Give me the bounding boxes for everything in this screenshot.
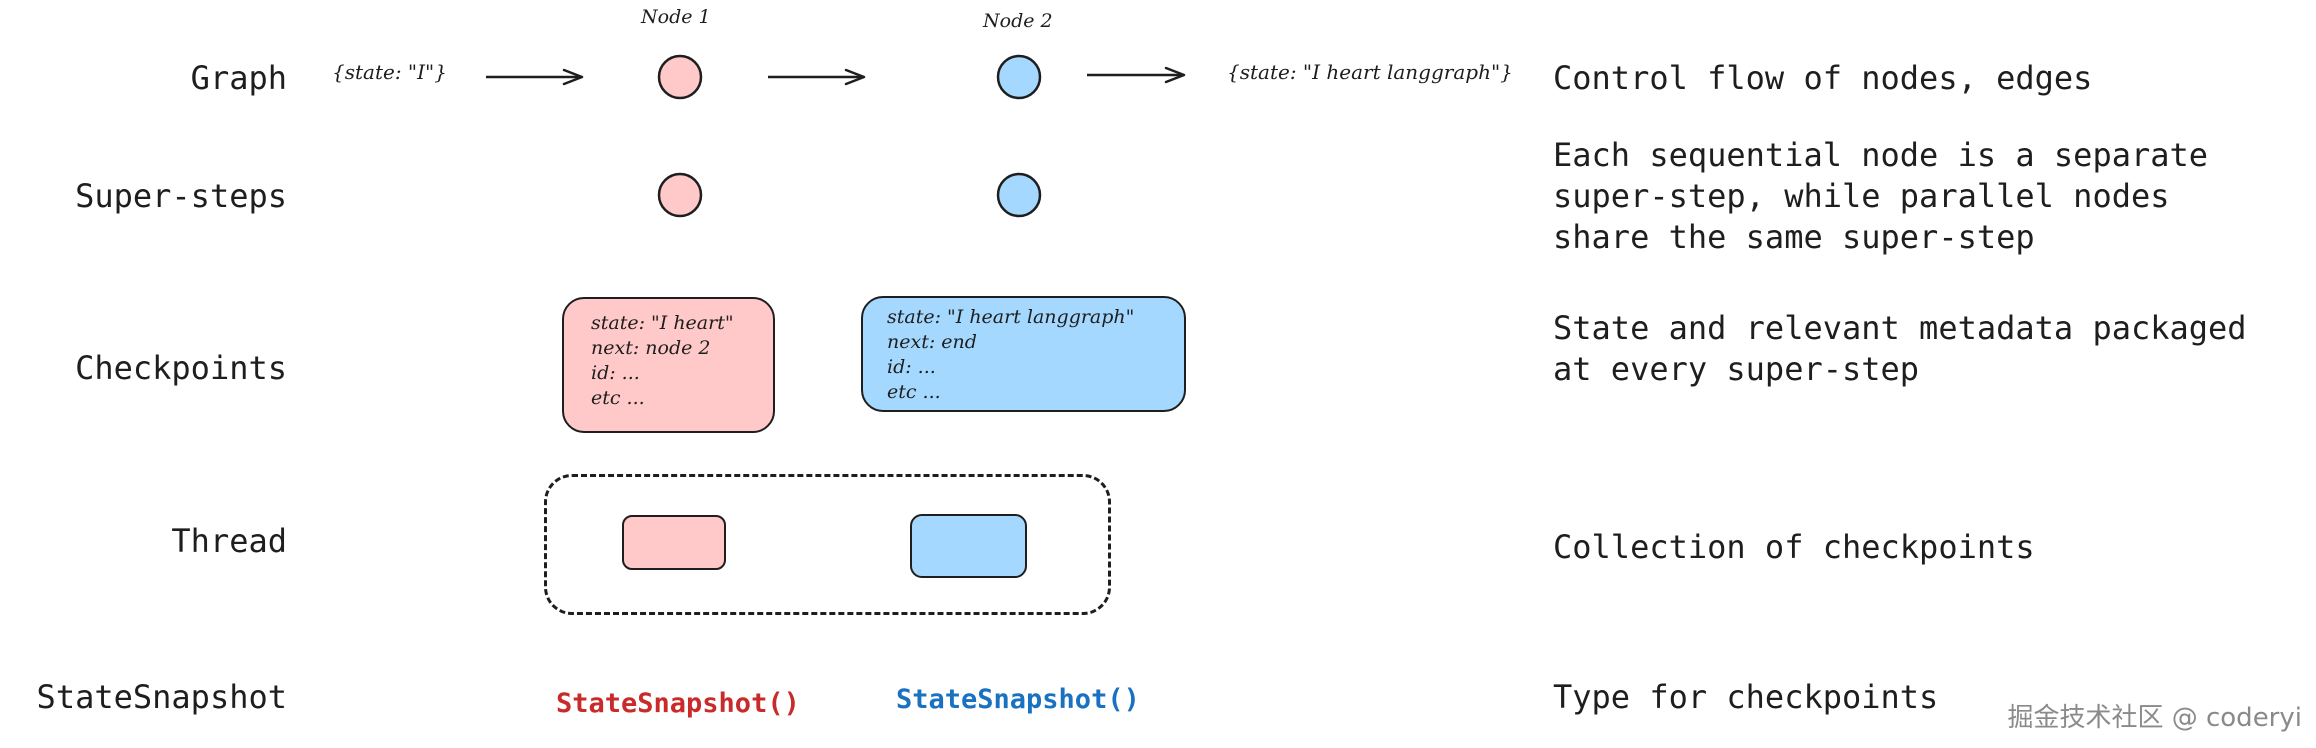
input-state-text: {state: "I"} xyxy=(332,60,447,84)
watermark: 掘金技术社区 @ coderyi xyxy=(2007,703,2302,733)
row-label-graph: Graph xyxy=(190,59,287,97)
checkpoint1-text: state: "I heart" next: node 2 id: ... et… xyxy=(591,311,734,411)
description-state-snapshot: Type for checkpoints xyxy=(1553,678,1939,716)
checkpoint-box-node1 xyxy=(562,297,775,433)
checkpoint2-next-line: next: end xyxy=(887,331,977,353)
checkpoint1-next-line: next: node 2 xyxy=(591,337,711,359)
row-label-state-snapshot: StateSnapshot xyxy=(36,678,287,716)
row-label-thread: Thread xyxy=(171,522,287,560)
row-label-super-steps: Super-steps xyxy=(75,177,287,215)
row-label-checkpoints: Checkpoints xyxy=(75,349,287,387)
thread-checkpoint2 xyxy=(910,514,1027,578)
checkpoint1-state-line: state: "I heart" xyxy=(591,312,734,334)
description-graph: Control flow of nodes, edges xyxy=(1553,59,2093,97)
graph-node1 xyxy=(657,54,703,100)
node2-label: Node 2 xyxy=(983,10,1053,32)
super-step-node1 xyxy=(657,172,703,218)
description-checkpoints: State and relevant metadata packaged at … xyxy=(1553,309,2247,388)
output-state-text: {state: "I heart langgraph"} xyxy=(1227,60,1513,84)
checkpoint2-id-line: id: ... xyxy=(887,356,936,378)
checkpoint2-state-line: state: "I heart langgraph" xyxy=(887,306,1135,328)
graph-node2 xyxy=(996,54,1042,100)
thread-checkpoint1 xyxy=(622,515,726,570)
super-step-node2 xyxy=(996,172,1042,218)
checkpoint-box-node2 xyxy=(861,296,1186,412)
node1-label: Node 1 xyxy=(641,6,711,28)
state-snapshot-call-node2: StateSnapshot() xyxy=(896,684,1140,715)
checkpoint1-etc-line: etc ... xyxy=(591,387,645,409)
state-snapshot-call-node1: StateSnapshot() xyxy=(556,688,800,719)
description-thread: Collection of checkpoints xyxy=(1553,528,2035,566)
thread-container xyxy=(544,474,1111,615)
checkpoint2-text: state: "I heart langgraph" next: end id:… xyxy=(887,305,1134,405)
description-super-steps: Each sequential node is a separate super… xyxy=(1553,136,2209,256)
checkpoint2-etc-line: etc ... xyxy=(887,381,941,403)
checkpoint1-id-line: id: ... xyxy=(591,362,640,384)
